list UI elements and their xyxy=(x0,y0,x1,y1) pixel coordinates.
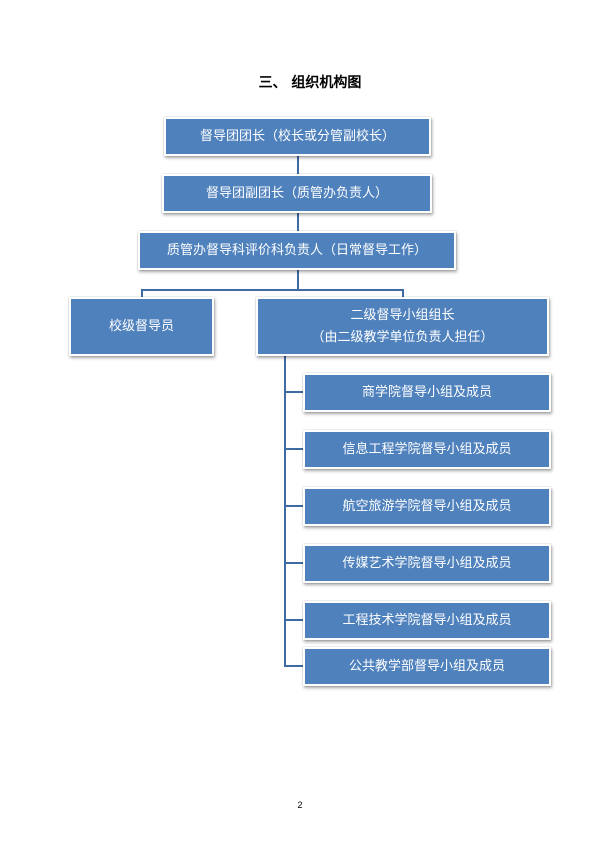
node-label: 航空旅游学院督导小组及成员 xyxy=(342,498,512,514)
node-label: 公共教学部督导小组及成员 xyxy=(348,658,505,674)
connector-line xyxy=(284,505,304,507)
node-group: 公共教学部督导小组及成员 xyxy=(303,647,551,686)
node-label: 督导团副团长（质管办负责人） xyxy=(205,185,388,201)
node-label: 传媒艺术学院督导小组及成员 xyxy=(342,555,512,571)
connector-line xyxy=(141,289,143,298)
node-group: 传媒艺术学院督导小组及成员 xyxy=(303,544,551,583)
connector-line xyxy=(141,289,404,291)
node-group: 信息工程学院督导小组及成员 xyxy=(303,430,551,469)
connector-line xyxy=(284,391,304,393)
connector-line xyxy=(284,355,286,667)
section-title: 三、 组织机构图 xyxy=(258,75,362,91)
node-deputy: 督导团副团长（质管办负责人） xyxy=(162,174,432,213)
connector-line xyxy=(284,665,304,667)
connector-line xyxy=(284,448,304,450)
node-group: 航空旅游学院督导小组及成员 xyxy=(303,487,551,526)
connector-line xyxy=(284,562,304,564)
node-head: 督导团团长（校长或分管副校长） xyxy=(164,117,431,156)
connector-line xyxy=(402,289,404,298)
page-number: 2 xyxy=(297,800,303,810)
connector-line xyxy=(284,619,304,621)
connector-line xyxy=(297,269,299,290)
node-label: 信息工程学院督导小组及成员 xyxy=(342,441,512,457)
node-label: 二级督导小组组长 xyxy=(350,307,455,323)
node-label: 工程技术学院督导小组及成员 xyxy=(342,612,512,628)
node-label: 校级督导员 xyxy=(108,318,174,334)
node-label: 督导团团长（校长或分管副校长） xyxy=(199,128,395,144)
node-group-leader: 二级督导小组组长 （由二级教学单位负责人担任） xyxy=(256,297,549,356)
connector-line xyxy=(297,155,299,174)
node-section-lead: 质管办督导科评价科负责人（日常督导工作） xyxy=(138,231,456,270)
node-label: 商学院督导小组及成员 xyxy=(361,384,492,400)
node-sublabel: （由二级教学单位负责人担任） xyxy=(311,329,494,345)
connector-line xyxy=(297,212,299,231)
node-label: 质管办督导科评价科负责人（日常督导工作） xyxy=(166,242,427,258)
node-group: 工程技术学院督导小组及成员 xyxy=(303,601,551,640)
node-group: 商学院督导小组及成员 xyxy=(303,373,551,412)
node-school-inspector: 校级督导员 xyxy=(69,297,214,356)
